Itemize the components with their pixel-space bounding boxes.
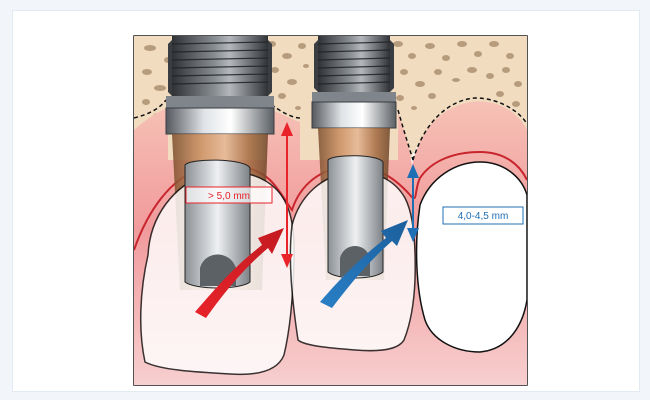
natural-tooth-right	[417, 162, 527, 352]
label-tooth-distance-text: 4,0-4,5 mm	[458, 211, 509, 222]
label-implant-distance-text: > 5,0 mm	[208, 191, 250, 202]
label-implant-distance: > 5,0 mm	[186, 187, 272, 203]
label-tooth-distance: 4,0-4,5 mm	[443, 207, 523, 224]
